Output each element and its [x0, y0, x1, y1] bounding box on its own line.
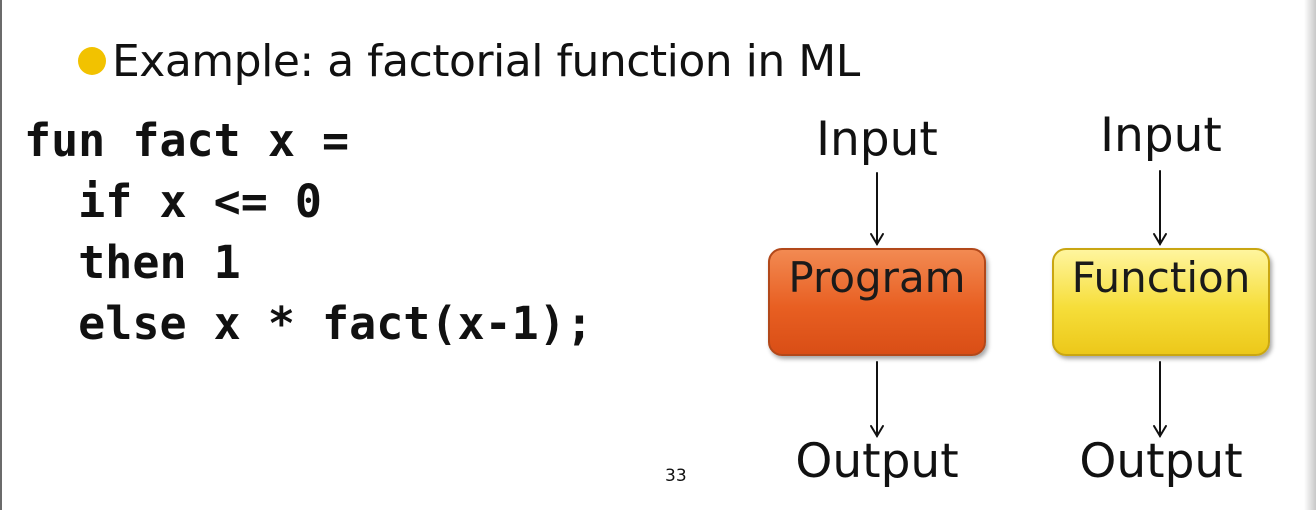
code-line: fun fact x = — [24, 114, 350, 167]
function-input-arrow-icon — [1153, 170, 1167, 246]
function-input-label: Input — [1100, 108, 1222, 163]
bullet-text: Example: a factorial function in ML — [112, 35, 860, 87]
function-output-arrow-icon — [1153, 361, 1167, 438]
program-output-arrow-icon — [870, 361, 884, 438]
program-box-label: Program — [788, 253, 966, 302]
bullet-item: Example: a factorial function in ML — [78, 30, 860, 92]
slide-right-shadow — [1304, 0, 1316, 510]
code-line: then 1 — [24, 236, 241, 289]
program-input-arrow-icon — [870, 172, 884, 246]
page-number: 33 — [665, 466, 687, 486]
bullet-dot-icon — [78, 47, 106, 75]
function-box-label: Function — [1071, 253, 1251, 302]
code-line: else x * fact(x-1); — [24, 297, 593, 350]
program-output-label: Output — [795, 434, 959, 489]
program-box: Program — [768, 248, 986, 356]
program-input-label: Input — [816, 112, 938, 167]
function-box: Function — [1052, 248, 1270, 356]
function-output-label: Output — [1079, 434, 1243, 489]
slide-left-border — [0, 0, 2, 510]
code-block: fun fact x = if x <= 0 then 1 else x * f… — [24, 110, 593, 354]
code-line: if x <= 0 — [24, 175, 323, 228]
